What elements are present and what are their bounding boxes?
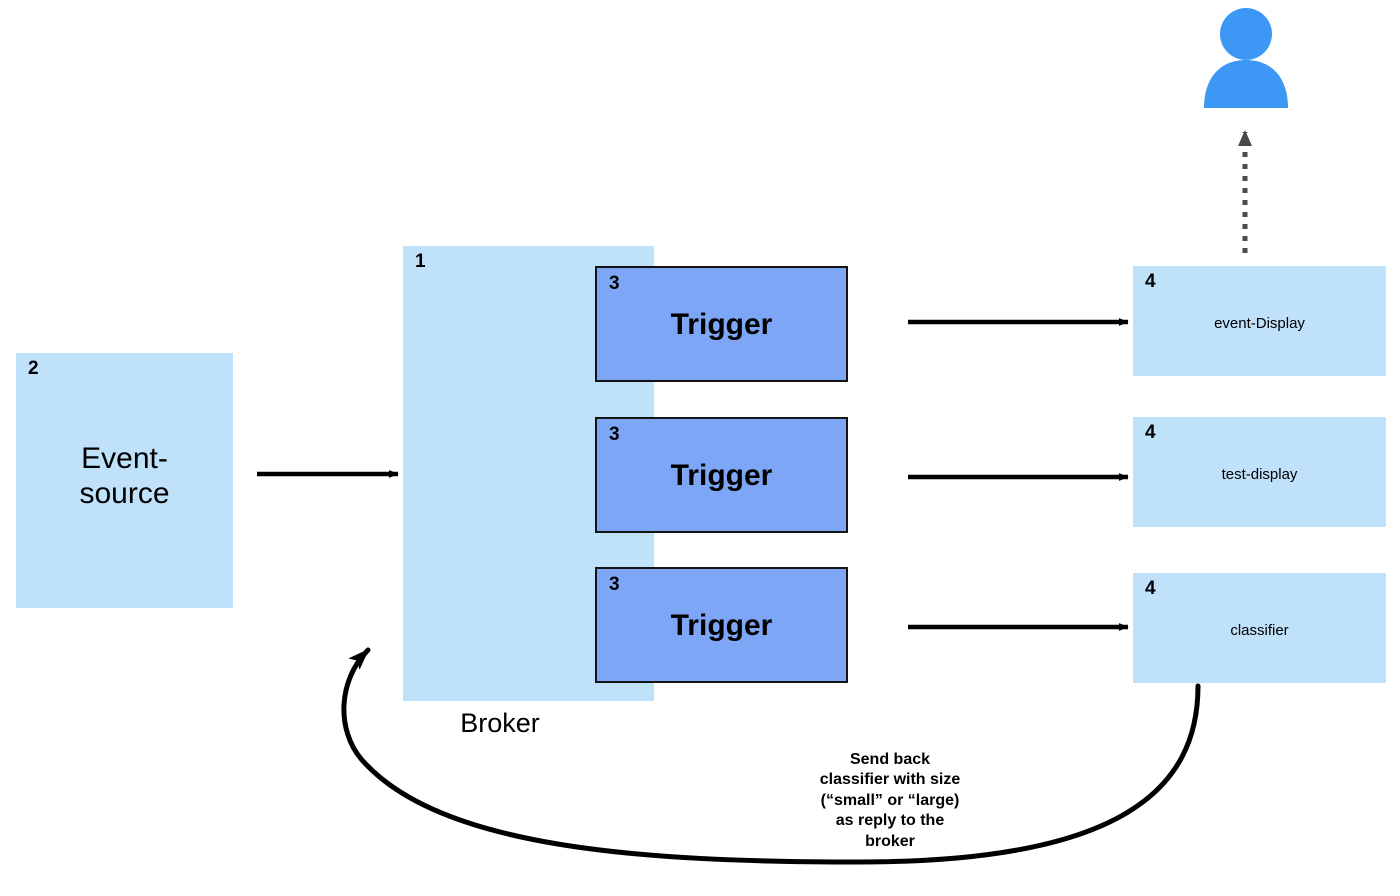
node-label-event-display: event-Display [1214,315,1305,332]
node-label-test-display: test-display [1221,466,1298,483]
node-number-trigger-1: 3 [609,273,620,294]
node-label-broker: Broker [460,708,540,738]
node-number-test-display: 4 [1145,422,1156,443]
node-number-classifier: 4 [1145,578,1156,599]
node-label-trigger-3: Trigger [670,609,773,642]
node-label-event-source: Event- source [79,442,170,511]
person-icon [1204,8,1288,108]
node-number-event-source: 2 [28,358,39,379]
node-trigger-2[interactable]: 3 Trigger [595,417,848,533]
node-test-display[interactable]: 4 test-display [1133,417,1386,527]
node-number-trigger-3: 3 [609,574,620,595]
node-trigger-3[interactable]: 3 Trigger [595,567,848,683]
feedback-caption: Send back classifier with size (“small” … [819,751,961,850]
node-number-event-display: 4 [1145,271,1156,292]
node-number-broker: 1 [415,251,426,272]
node-classifier[interactable]: 4 classifier [1133,573,1386,683]
node-number-trigger-2: 3 [609,424,620,445]
node-event-source[interactable]: 2 Event- source [16,353,233,608]
user-avatar [1200,8,1292,110]
node-label-trigger-2: Trigger [670,459,773,492]
node-label-trigger-1: Trigger [670,308,773,341]
node-trigger-1[interactable]: 3 Trigger [595,266,848,382]
node-label-classifier: classifier [1230,622,1289,639]
node-event-display[interactable]: 4 event-Display [1133,266,1386,376]
